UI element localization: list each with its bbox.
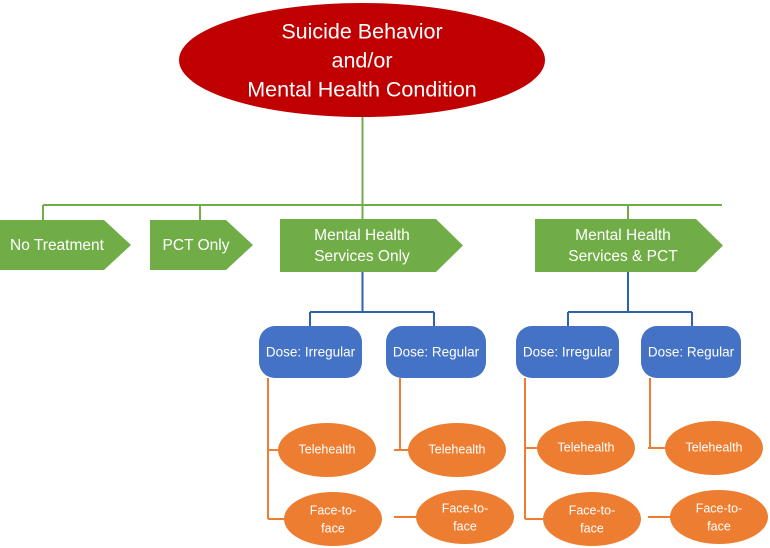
dose-irregular-right-shape xyxy=(516,326,619,378)
node-face-to-face-1[interactable]: Face-to- face xyxy=(284,492,382,546)
no-treatment-chevron-shape xyxy=(0,220,131,270)
mh-services-only-label-line-1: Mental Health xyxy=(314,227,410,244)
node-mh-services-and-pct[interactable]: Mental Health Services & PCT xyxy=(535,219,723,272)
telehealth-2-label: Telehealth xyxy=(429,442,486,456)
dose-regular-right-label: Dose: Regular xyxy=(648,345,735,360)
node-telehealth-4[interactable]: Telehealth xyxy=(665,421,763,475)
face-to-face-4-label-line-2: face xyxy=(707,519,731,533)
root-label-line-3: Mental Health Condition xyxy=(247,78,476,102)
mh-services-and-pct-label-line-1: Mental Health xyxy=(575,227,671,244)
mh-services-only-chevron-shape xyxy=(280,219,463,272)
node-face-to-face-2[interactable]: Face-to- face xyxy=(416,490,514,544)
green-connector-group xyxy=(42,114,722,220)
node-telehealth-3[interactable]: Telehealth xyxy=(537,421,635,475)
face-to-face-4-label-line-1: Face-to- xyxy=(696,501,743,515)
node-root[interactable]: Suicide Behavior and/or Mental Health Co… xyxy=(179,3,545,117)
face-to-face-1-label-line-2: face xyxy=(321,521,345,535)
dose-irregular-left-label: Dose: Irregular xyxy=(266,345,356,360)
node-dose-regular-left[interactable]: Dose: Regular xyxy=(386,326,486,378)
face-to-face-2-label-line-2: face xyxy=(453,519,477,533)
telehealth-2-shape xyxy=(408,423,506,477)
telehealth-1-label: Telehealth xyxy=(299,442,356,456)
node-no-treatment[interactable]: No Treatment xyxy=(0,220,131,270)
telehealth-3-label: Telehealth xyxy=(558,440,615,454)
telehealth-4-shape xyxy=(665,421,763,475)
face-to-face-1-label-line-1: Face-to- xyxy=(310,503,357,517)
telehealth-1-shape xyxy=(278,423,376,477)
mh-services-and-pct-chevron-shape xyxy=(535,219,723,272)
node-face-to-face-3[interactable]: Face-to- face xyxy=(543,492,641,546)
face-to-face-2-shape xyxy=(416,490,514,544)
face-to-face-1-shape xyxy=(284,492,382,546)
node-face-to-face-4[interactable]: Face-to- face xyxy=(670,490,768,544)
blue-connector-group-right xyxy=(567,272,693,326)
telehealth-4-label: Telehealth xyxy=(686,440,743,454)
root-label-line-2: and/or xyxy=(332,49,393,73)
orange-connector-group-2 xyxy=(394,378,418,518)
node-dose-irregular-right[interactable]: Dose: Irregular xyxy=(516,326,619,378)
mh-services-only-label-line-2: Services Only xyxy=(314,248,410,265)
pct-only-label: PCT Only xyxy=(163,237,230,254)
pct-only-chevron-shape xyxy=(150,220,253,270)
node-telehealth-1[interactable]: Telehealth xyxy=(278,423,376,477)
node-mh-services-only[interactable]: Mental Health Services Only xyxy=(280,219,463,272)
blue-connector-group-left xyxy=(309,272,435,326)
node-pct-only[interactable]: PCT Only xyxy=(150,220,253,270)
root-ellipse-shape xyxy=(179,3,545,117)
root-label-line-1: Suicide Behavior xyxy=(281,20,442,44)
dose-regular-left-label: Dose: Regular xyxy=(393,345,480,360)
no-treatment-label: No Treatment xyxy=(10,237,105,254)
node-telehealth-2[interactable]: Telehealth xyxy=(408,423,506,477)
mh-services-and-pct-label-line-2: Services & PCT xyxy=(568,248,678,265)
face-to-face-3-label-line-2: face xyxy=(580,521,604,535)
node-dose-irregular-left[interactable]: Dose: Irregular xyxy=(259,326,362,378)
dose-irregular-left-shape xyxy=(259,326,362,378)
dose-regular-left-shape xyxy=(386,326,486,378)
telehealth-3-shape xyxy=(537,421,635,475)
dose-regular-right-shape xyxy=(641,326,741,378)
orange-connector-group-4 xyxy=(648,378,672,518)
face-to-face-3-label-line-1: Face-to- xyxy=(569,503,616,517)
face-to-face-3-shape xyxy=(543,492,641,546)
face-to-face-4-shape xyxy=(670,490,768,544)
dose-irregular-right-label: Dose: Irregular xyxy=(523,345,613,360)
face-to-face-2-label-line-1: Face-to- xyxy=(442,501,489,515)
node-dose-regular-right[interactable]: Dose: Regular xyxy=(641,326,741,378)
